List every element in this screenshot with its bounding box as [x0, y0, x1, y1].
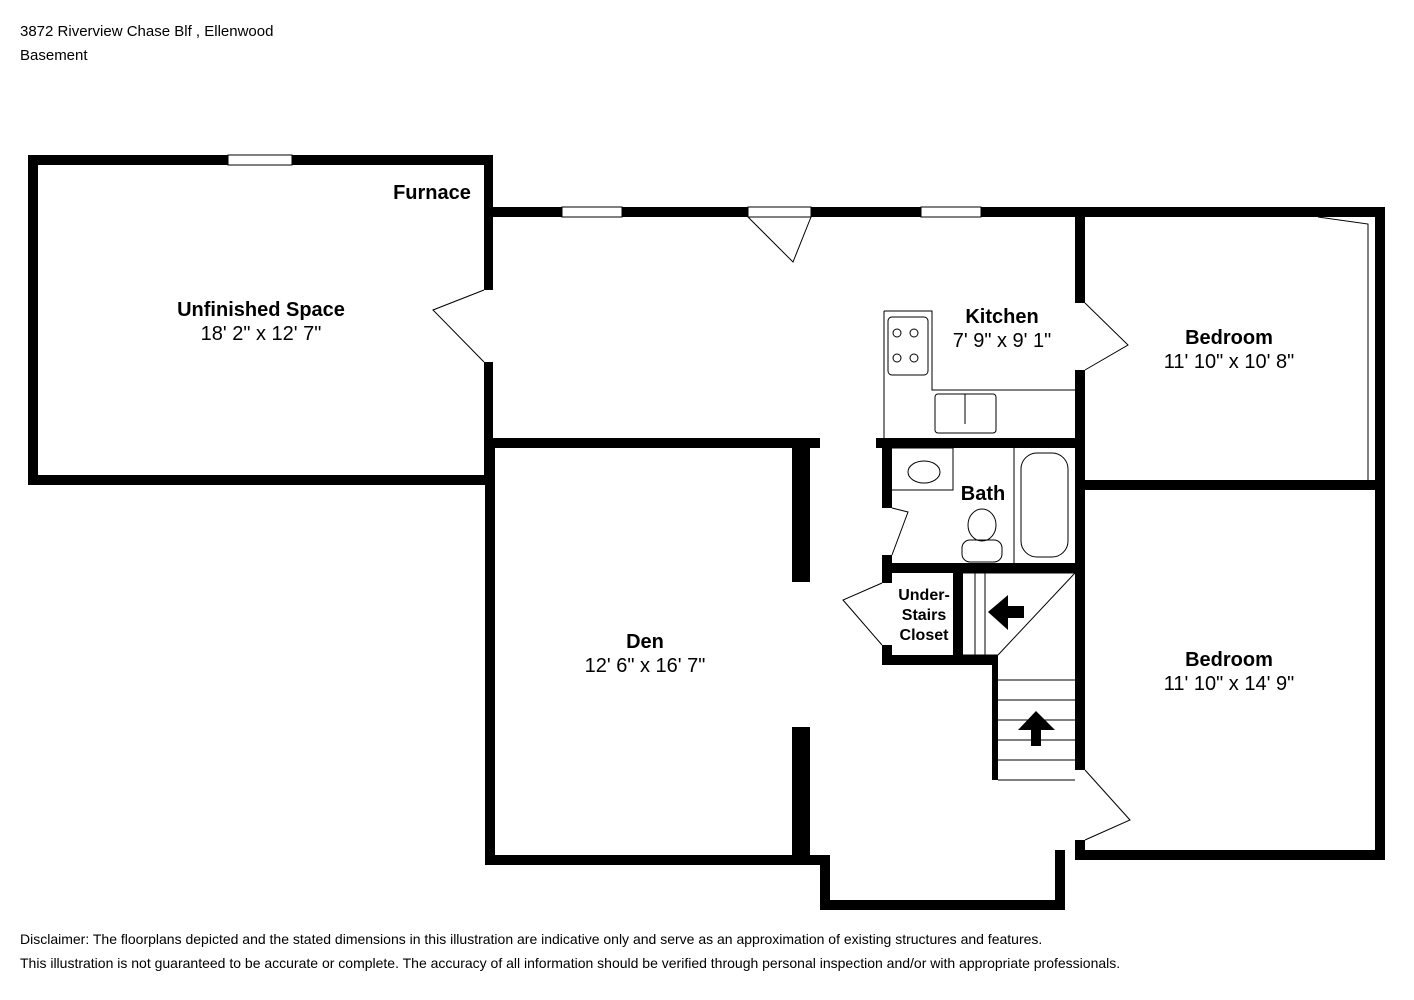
windows [227, 154, 982, 218]
room-unfinished-dims: 18' 2" x 12' 7" [201, 323, 322, 345]
door-bedroom1 [1084, 302, 1129, 371]
room-furnace-name: Furnace [393, 182, 471, 204]
room-bedroom2-name: Bedroom [1185, 649, 1273, 671]
door-bedroom2 [1084, 769, 1131, 841]
door-bath [891, 507, 909, 556]
closet-bedroom1 [1317, 216, 1369, 480]
toilet-icon [967, 508, 997, 542]
door-closet [842, 582, 883, 646]
room-unfinished-name: Unfinished Space [177, 299, 345, 321]
walls [28, 155, 1385, 910]
room-kitchen-dims: 7' 9" x 9' 1" [953, 330, 1052, 352]
room-kitchen-name: Kitchen [965, 306, 1038, 328]
room-closet-line1: Under- [898, 587, 950, 604]
disclaimer-line-2: This illustration is not guaranteed to b… [20, 955, 1121, 971]
fixtures [883, 310, 1077, 781]
door-unfinished [432, 289, 485, 363]
disclaimer-line-1: Disclaimer: The floorplans depicted and … [20, 931, 1043, 947]
door-top [747, 216, 812, 263]
room-bedroom1-dims: 11' 10" x 10' 8" [1164, 351, 1294, 373]
stair-arrows [988, 595, 1055, 746]
room-bath-name: Bath [961, 483, 1005, 505]
room-closet-line2: Stairs [902, 607, 947, 624]
arrow-left-icon [988, 595, 1024, 630]
arrow-up-icon [1018, 711, 1055, 746]
room-bedroom2-dims: 11' 10" x 14' 9" [1164, 673, 1294, 695]
room-den-dims: 12' 6" x 16' 7" [585, 655, 706, 677]
doors [432, 216, 1369, 841]
room-closet-line3: Closet [900, 627, 950, 644]
address: 3872 Riverview Chase Blf , Ellenwood [20, 23, 274, 40]
floor-level: Basement [20, 47, 88, 64]
room-bedroom1-name: Bedroom [1185, 327, 1273, 349]
bathtub-icon [1020, 452, 1069, 558]
bath-sink-icon [907, 460, 941, 484]
stove-icon [887, 316, 929, 376]
room-den-name: Den [626, 631, 664, 653]
